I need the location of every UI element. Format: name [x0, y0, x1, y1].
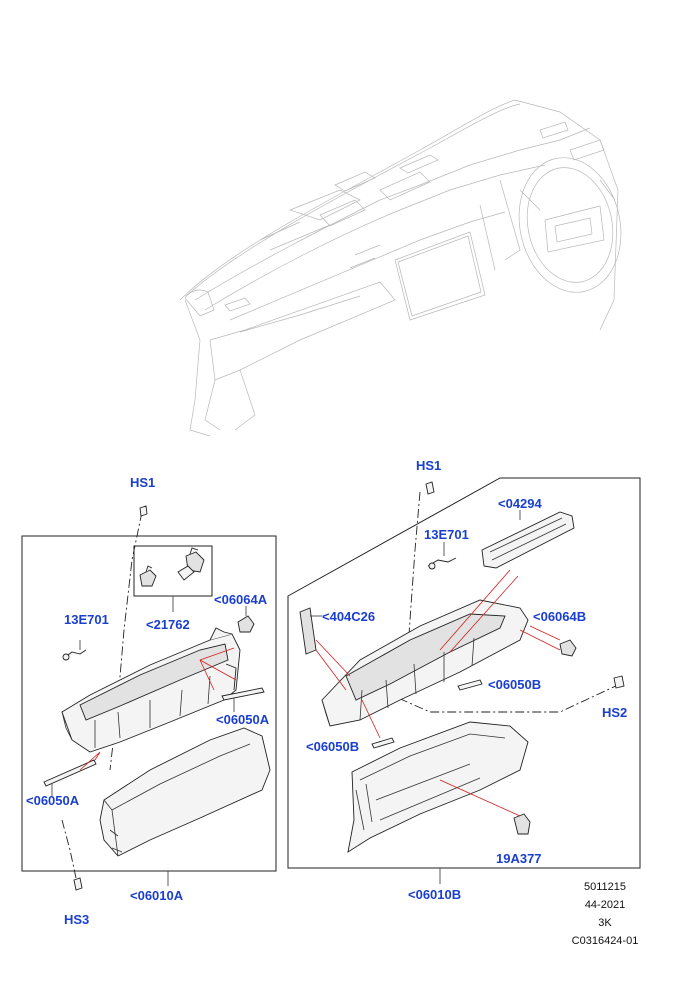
- reference-line-1: 5011215: [583, 881, 626, 893]
- callout-06064b[interactable]: <06064B: [533, 609, 587, 624]
- panel-04294: [481, 511, 575, 569]
- reference-line-4: C0316424-01: [571, 935, 639, 947]
- hs1-left-fastener: [139, 505, 148, 517]
- callout-hs1-right[interactable]: HS1: [416, 458, 442, 473]
- retaining-clips: [139, 547, 205, 587]
- callout-404c26[interactable]: <404C26: [322, 609, 376, 624]
- strip-06050a-right: [221, 687, 265, 701]
- reference-line-2: 44-2021: [584, 899, 626, 911]
- right-assembly-frame: [287, 477, 641, 869]
- hs3-fastener: [73, 877, 83, 891]
- switch-06064a: [237, 615, 255, 633]
- dashboard-overview-illustration: [179, 99, 622, 437]
- hs3-centerline: [61, 819, 77, 879]
- callout-21762[interactable]: <21762: [146, 617, 190, 632]
- callout-hs1-left[interactable]: HS1: [130, 475, 156, 490]
- strip-06050b-right: [457, 679, 483, 691]
- callout-hs3[interactable]: HS3: [64, 912, 90, 927]
- leader-19a377: [439, 779, 521, 817]
- callout-06010a[interactable]: <06010A: [130, 888, 184, 903]
- callout-06050a-right[interactable]: <06050A: [216, 712, 270, 727]
- hs2-centerline: [379, 683, 621, 713]
- callout-13e701-right[interactable]: 13E701: [424, 527, 469, 542]
- strip-06050b-left: [371, 737, 395, 749]
- callout-06010b[interactable]: <06010B: [408, 887, 462, 902]
- left-glovebox-housing: [61, 627, 241, 753]
- hs1-left-centerline: [109, 511, 143, 771]
- right-glovebox-bin: [347, 721, 529, 853]
- latch-19a377: [513, 813, 531, 835]
- callout-13e701-left[interactable]: 13E701: [64, 612, 109, 627]
- callout-06064a[interactable]: <06064A: [214, 592, 268, 607]
- strip-06050a-left: [43, 759, 97, 787]
- switch-06064b: [559, 639, 577, 657]
- callout-04294[interactable]: <04294: [498, 496, 542, 511]
- callout-06050b-left[interactable]: <06050B: [306, 739, 360, 754]
- callout-19a377[interactable]: 19A377: [496, 851, 542, 866]
- hs2-fastener: [613, 675, 625, 689]
- hs1-right-fastener: [425, 481, 435, 495]
- callout-06050a-left[interactable]: <06050A: [26, 793, 80, 808]
- callout-06050b-right[interactable]: <06050B: [488, 677, 542, 692]
- callout-hs2[interactable]: HS2: [602, 705, 628, 720]
- striker-404c26: [299, 607, 317, 655]
- reference-line-3: 3K: [598, 917, 612, 929]
- left-glovebox-lid: [99, 727, 271, 857]
- left-assembly-frame: [21, 535, 277, 872]
